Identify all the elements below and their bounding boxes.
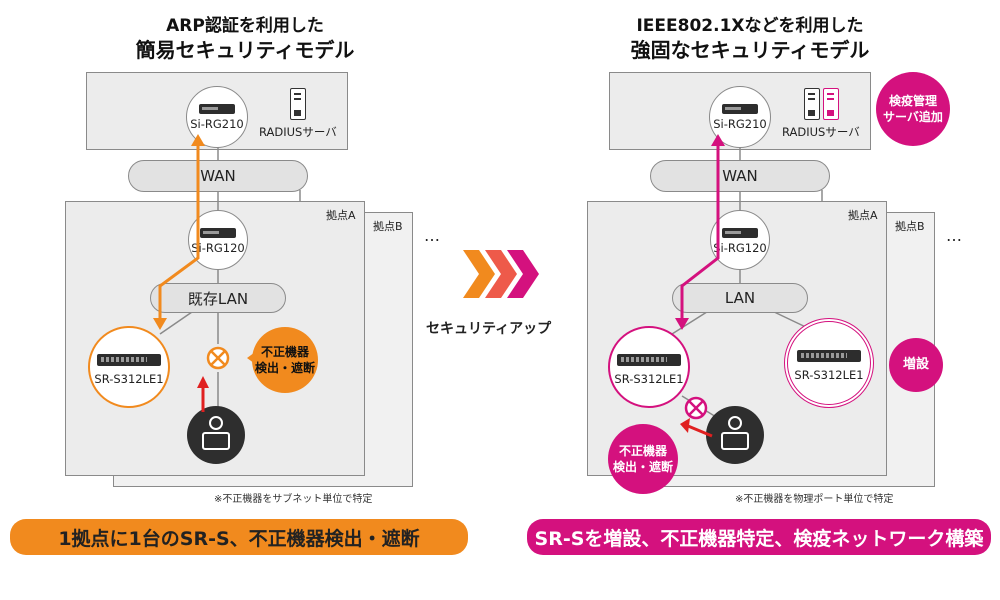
left-site-a-label: 拠点A [326,209,356,222]
left-radius-label: RADIUSサーバ [259,125,337,139]
switch-icon [797,350,861,362]
right-note: ※不正機器を物理ポート単位で特定 [735,494,894,505]
right-wan-label: WAN [722,167,758,185]
left-site-router-label: Si-RG120 [191,241,245,255]
user-laptop-icon [706,406,764,464]
left-title-line1: ARP認証を利用した [166,16,324,36]
left-switch-node[interactable]: SR-S312LE1 [88,326,170,408]
right-add-bubble: 増設 [889,338,943,392]
right-lan-cloud: LAN [672,283,808,313]
right-title-line1: IEEE802.1Xなどを利用した [636,16,864,36]
right-site-b-label: 拠点B [895,220,925,233]
router-icon [199,104,235,114]
left-more-indicator: … [424,226,441,245]
left-site-b-label: 拠点B [373,220,403,233]
left-switch-label: SR-S312LE1 [94,372,164,386]
right-lan-label: LAN [724,289,756,307]
right-wan-cloud: WAN [650,160,830,192]
right-mgmt-bubble: 検疫管理 サーバ追加 [876,72,950,146]
right-site-router-label: Si-RG120 [713,241,767,255]
left-hq-router-node[interactable]: Si-RG210 [186,86,248,148]
right-hq-router-label: Si-RG210 [713,117,767,131]
right-more-indicator: … [946,226,963,245]
right-banner: SR-Sを増設、不正機器特定、検疫ネットワーク構築 [527,519,991,555]
server-icon [804,88,820,120]
right-switch1-label: SR-S312LE1 [614,372,684,386]
right-title: IEEE802.1Xなどを利用した 強固なセキュリティモデル [620,14,880,62]
right-site-a-label: 拠点A [848,209,878,222]
right-title-line2: 強固なセキュリティモデル [630,38,870,62]
right-switch2-label: SR-S312LE1 [794,368,864,382]
left-title: ARP認証を利用した 簡易セキュリティモデル [130,14,360,62]
left-hq-router-label: Si-RG210 [190,117,244,131]
security-up-label: セキュリティアップ [426,321,552,337]
right-site-router-node[interactable]: Si-RG120 [710,210,770,270]
router-icon [722,228,758,238]
server-icon [290,88,306,120]
right-switch2-node[interactable]: SR-S312LE1 [784,318,874,408]
switch-icon [97,354,161,366]
switch-icon [617,354,681,366]
left-wan-cloud: WAN [128,160,308,192]
left-lan-label: 既存LAN [187,289,249,308]
left-detect-bubble: 不正機器 検出・遮断 [252,327,318,393]
left-note: ※不正機器をサブネット単位で特定 [214,494,373,505]
router-icon [200,228,236,238]
right-switch1-node[interactable]: SR-S312LE1 [608,326,690,408]
right-radius-label: RADIUSサーバ [782,125,860,139]
left-banner: 1拠点に1台のSR-S、不正機器検出・遮断 [10,519,468,555]
left-title-line2: 簡易セキュリティモデル [135,38,355,62]
left-lan-cloud: 既存LAN [150,283,286,313]
quarantine-server-icon [823,88,839,120]
user-laptop-icon [187,406,245,464]
left-wan-label: WAN [200,167,236,185]
router-icon [722,104,758,114]
right-detect-bubble: 不正機器 検出・遮断 [608,424,678,494]
